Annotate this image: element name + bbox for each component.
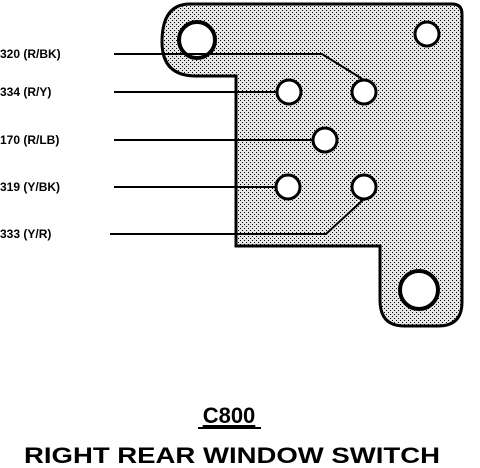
wire-label-170: 170 (R/LB) xyxy=(0,133,59,147)
terminal-4 xyxy=(274,173,302,201)
mounting-hole-bottom xyxy=(398,269,440,311)
terminal-5 xyxy=(350,173,378,201)
wire-label-333: 333 (Y/R) xyxy=(0,227,51,241)
wire-line-333 xyxy=(110,198,365,235)
terminal-1 xyxy=(275,78,303,106)
wire-line-320 xyxy=(114,53,365,81)
terminal-3 xyxy=(311,126,339,154)
terminal-2 xyxy=(350,78,378,106)
wire-label-334: 334 (R/Y) xyxy=(0,85,51,99)
connector-body xyxy=(160,2,464,328)
wire-label-319: 319 (Y/BK) xyxy=(0,180,60,194)
mounting-hole-top-right xyxy=(413,20,441,48)
mounting-hole-top-left xyxy=(177,20,217,60)
connector-id: C800 xyxy=(203,403,256,428)
wire-label-320: 320 (R/BK) xyxy=(0,47,61,61)
component-name: RIGHT REAR WINDOW SWITCH xyxy=(24,443,440,468)
